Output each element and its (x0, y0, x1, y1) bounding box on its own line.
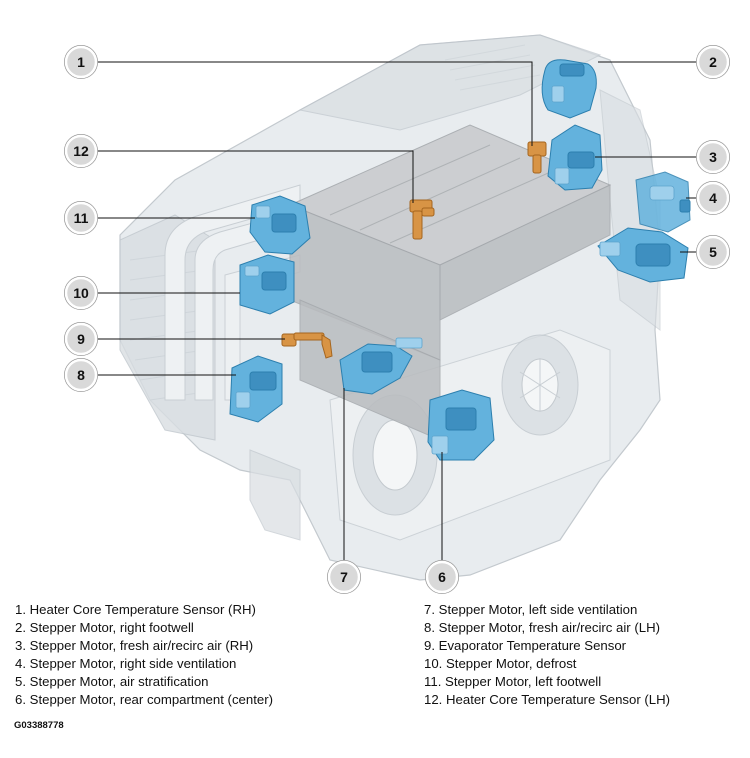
callout-9-number: 9 (77, 331, 85, 347)
callout-2: 2 (696, 45, 730, 79)
callout-8-circle (64, 358, 98, 392)
callout-5: 5 (696, 235, 730, 269)
callout-2-number: 2 (709, 54, 717, 70)
callout-3: 3 (696, 140, 730, 174)
callout-2-circle (696, 45, 730, 79)
legend-item-5: 5. Stepper Motor, air stratification (15, 674, 209, 690)
callout-12: 12 (64, 134, 98, 168)
callout-4-ring (696, 181, 730, 215)
legend-item-7: 7. Stepper Motor, left side ventilation (424, 602, 638, 617)
callout-12-circle (64, 134, 98, 168)
callout-10-ring (64, 276, 98, 310)
hvac-housing (119, 34, 661, 581)
legend-item-11: 11. Stepper Motor, left footwell (424, 674, 602, 690)
callout-7: 7 (327, 560, 361, 594)
leader-1 (96, 61, 533, 146)
callout-2-ring (696, 45, 730, 79)
callout-11-circle (64, 201, 98, 235)
callout-5-circle (696, 235, 730, 269)
component-9-evaporator-temperature-sensor (281, 332, 333, 359)
callout-3-number: 3 (709, 149, 717, 165)
callout-8-ring (64, 358, 98, 392)
callout-5-ring (696, 235, 730, 269)
leader-lines (96, 61, 698, 563)
callout-9: 9 (64, 322, 98, 356)
callout-4: 4 (696, 181, 730, 215)
callout-1-number: 1 (77, 54, 85, 70)
component-3-stepper-motor-fresh-recirc-rh (547, 124, 603, 191)
component-4-stepper-motor-right-side-ventilation (635, 171, 691, 233)
callout-11-ring (64, 201, 98, 235)
callout-12-ring (64, 134, 98, 168)
legend-item-6: 6. Stepper Motor, rear compartment (cent… (15, 692, 273, 708)
component-6-stepper-motor-rear-compartment (427, 389, 495, 461)
callout-3-ring (696, 140, 730, 174)
callout-5-number: 5 (709, 244, 717, 260)
callout-12-number: 12 (73, 143, 89, 159)
callout-11: 11 (64, 201, 98, 235)
callout-10: 10 (64, 276, 98, 310)
component-2-stepper-motor-right-footwell (541, 59, 597, 119)
component-7-stepper-motor-left-side-ventilation (339, 337, 423, 395)
callout-6: 6 (425, 560, 459, 594)
callout-10-circle (64, 276, 98, 310)
legend-item-9: 9. Evaporator Temperature Sensor (424, 638, 627, 654)
leader-12 (97, 150, 414, 203)
component-10-stepper-motor-defrost (239, 254, 295, 315)
legend-item-10: 10. Stepper Motor, defrost (424, 656, 577, 672)
callout-6-number: 6 (438, 569, 446, 585)
legend-left-column: 1. Heater Core Temperature Sensor (RH) 2… (15, 601, 273, 710)
callout-7-number: 7 (340, 569, 348, 585)
figure-id: G03388778 (14, 720, 64, 731)
callout-8: 8 (64, 358, 98, 392)
legend-item-8: 8. Stepper Motor, fresh air/recirc air (… (424, 620, 660, 636)
callout-1-ring (64, 45, 98, 79)
component-8-stepper-motor-fresh-recirc-lh (229, 355, 283, 423)
callout-3-circle (696, 140, 730, 174)
callout-4-number: 4 (709, 190, 717, 206)
callout-7-circle (327, 560, 361, 594)
legend-item-1: 1. Heater Core Temperature Sensor (RH) (15, 602, 256, 617)
legend-item-12: 12. Heater Core Temperature Sensor (LH) (424, 692, 671, 708)
callout-8-number: 8 (77, 367, 85, 383)
callout-9-ring (64, 322, 98, 356)
callout-9-circle (64, 322, 98, 356)
callout-1: 1 (64, 45, 98, 79)
callout-6-ring (425, 560, 459, 594)
component-11-stepper-motor-left-footwell (249, 195, 311, 255)
legend-item-2: 2. Stepper Motor, right footwell (15, 620, 194, 636)
callout-11-number: 11 (74, 210, 89, 226)
component-12-heater-core-sensor-lh (409, 199, 435, 240)
legend-right-column: 7. Stepper Motor, left side ventilation … (424, 601, 670, 710)
component-5-stepper-motor-air-stratification (597, 227, 689, 283)
callout-1-circle (64, 45, 98, 79)
callout-4-circle (696, 181, 730, 215)
legend-item-3: 3. Stepper Motor, fresh air/recirc air (… (15, 638, 254, 654)
legend-item-4: 4. Stepper Motor, right side ventilation (15, 656, 237, 672)
callout-6-circle (425, 560, 459, 594)
callout-7-ring (327, 560, 361, 594)
callout-10-number: 10 (73, 285, 89, 301)
